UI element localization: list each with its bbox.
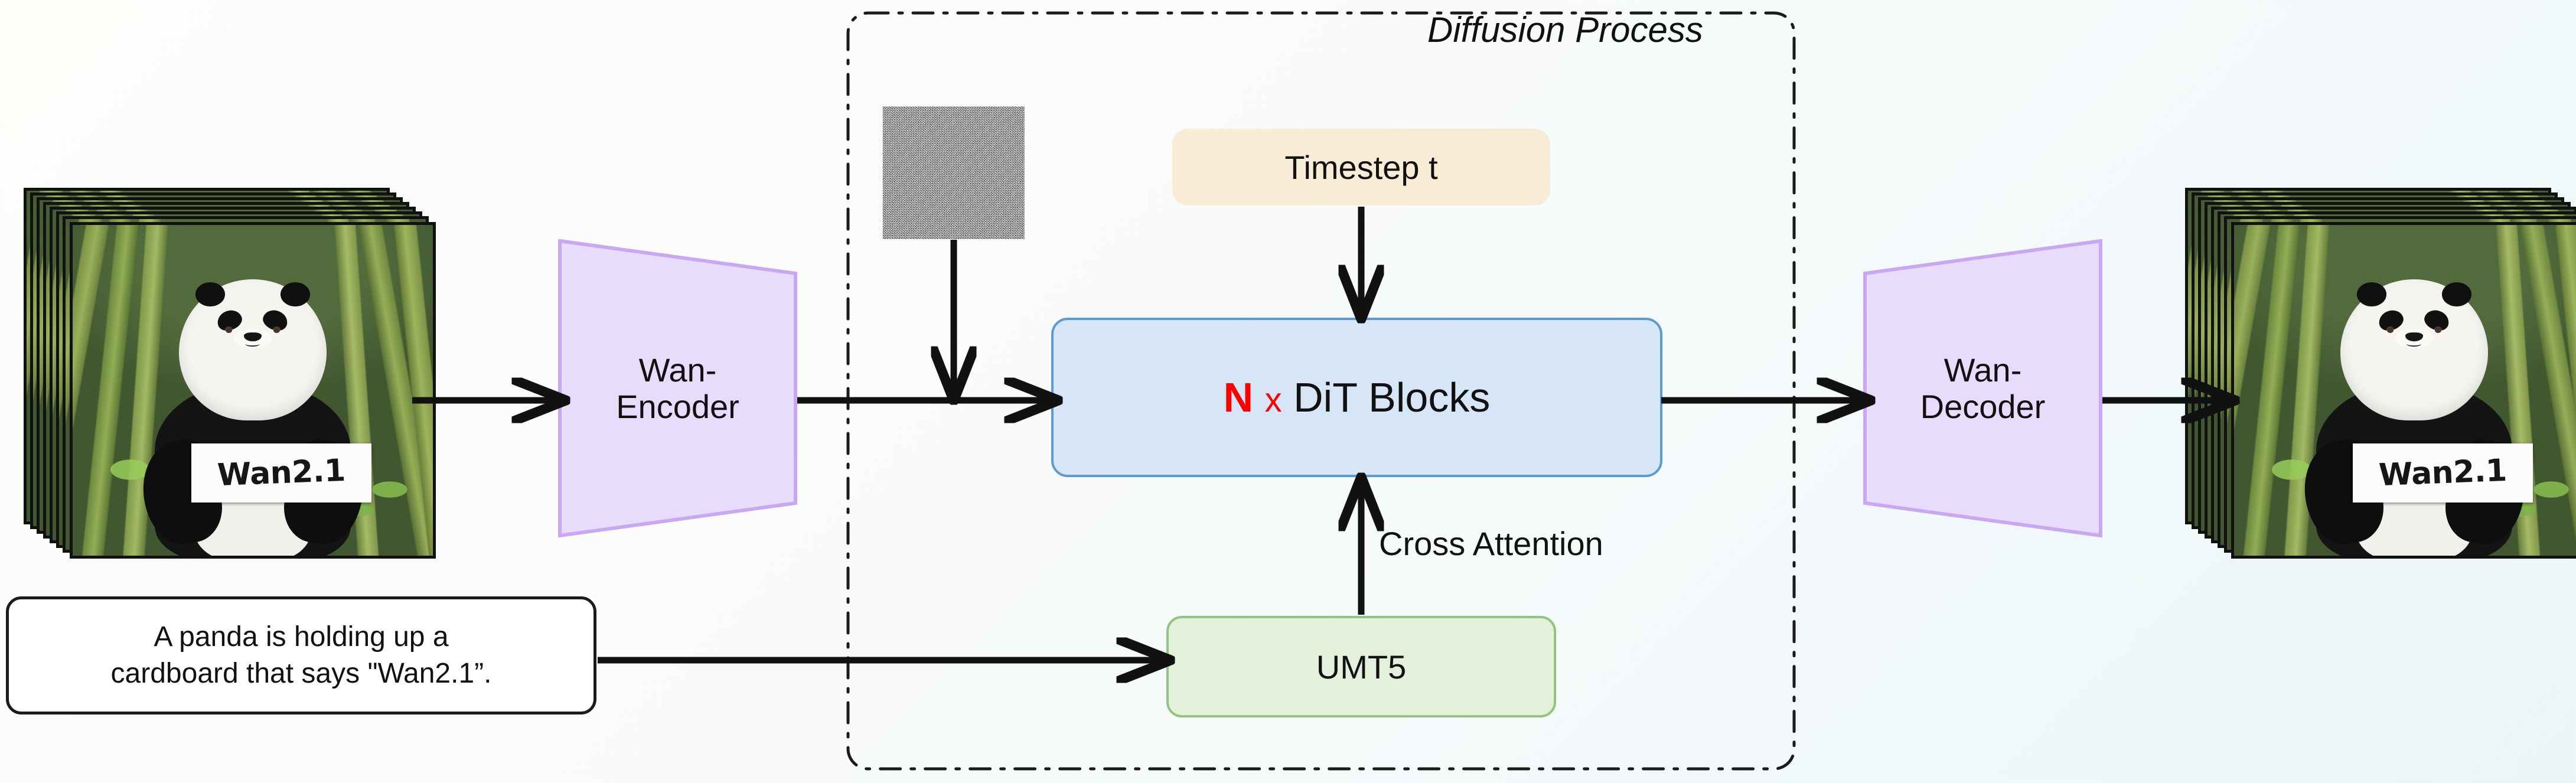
- wan-decoder-label-line2: Decoder: [1920, 387, 2046, 425]
- dit-blocks-box[interactable]: N x DiT Blocks: [1051, 318, 1662, 477]
- wan-encoder-label-line1: Wan-: [638, 351, 717, 389]
- video-frame-front: Wan2.1: [2231, 222, 2576, 559]
- wan-decoder[interactable]: Wan- Decoder: [1863, 239, 2102, 537]
- dit-x-symbol: x: [1264, 381, 1282, 419]
- wan-decoder-label-line1: Wan-: [1944, 351, 2022, 389]
- umt5-label: UMT5: [1316, 648, 1407, 686]
- prompt-line-2: cardboard that says "Wan2.1”.: [110, 658, 492, 689]
- video-frame-front: Wan2.1: [70, 222, 436, 559]
- wan-decoder-label: Wan- Decoder: [1863, 239, 2102, 537]
- wan-encoder-label-line2: Encoder: [616, 387, 739, 425]
- cardboard-sign: Wan2.1: [191, 443, 372, 503]
- cardboard-sign: Wan2.1: [2353, 443, 2533, 503]
- dit-blocks-label: DiT Blocks: [1293, 374, 1491, 420]
- wan-encoder-label: Wan- Encoder: [558, 239, 797, 537]
- dit-n-multiplier: N: [1223, 374, 1254, 420]
- output-video-frames: Wan2.1: [2185, 188, 2576, 578]
- panda-figure: [2297, 268, 2532, 556]
- input-video-frames: Wan2.1: [24, 188, 437, 578]
- panda-figure: [135, 268, 370, 556]
- timestep-label: Timestep t: [1284, 148, 1438, 186]
- wan-encoder[interactable]: Wan- Encoder: [558, 239, 797, 537]
- wan-decoder-shape: [1863, 239, 2102, 537]
- cross-attention-label: Cross Attention: [1379, 525, 1603, 562]
- umt5-box[interactable]: UMT5: [1166, 616, 1556, 717]
- cardboard-sign-text: Wan2.1: [217, 452, 347, 494]
- wan-encoder-shape: [558, 239, 797, 537]
- gaussian-noise-latent: [883, 106, 1025, 239]
- cardboard-sign-text: Wan2.1: [2378, 452, 2508, 494]
- diffusion-process-title: Diffusion Process: [1427, 10, 1703, 50]
- timestep-box[interactable]: Timestep t: [1172, 129, 1550, 205]
- prompt-box[interactable]: A panda is holding up a cardboard that s…: [6, 596, 596, 715]
- prompt-line-1: A panda is holding up a: [154, 621, 449, 652]
